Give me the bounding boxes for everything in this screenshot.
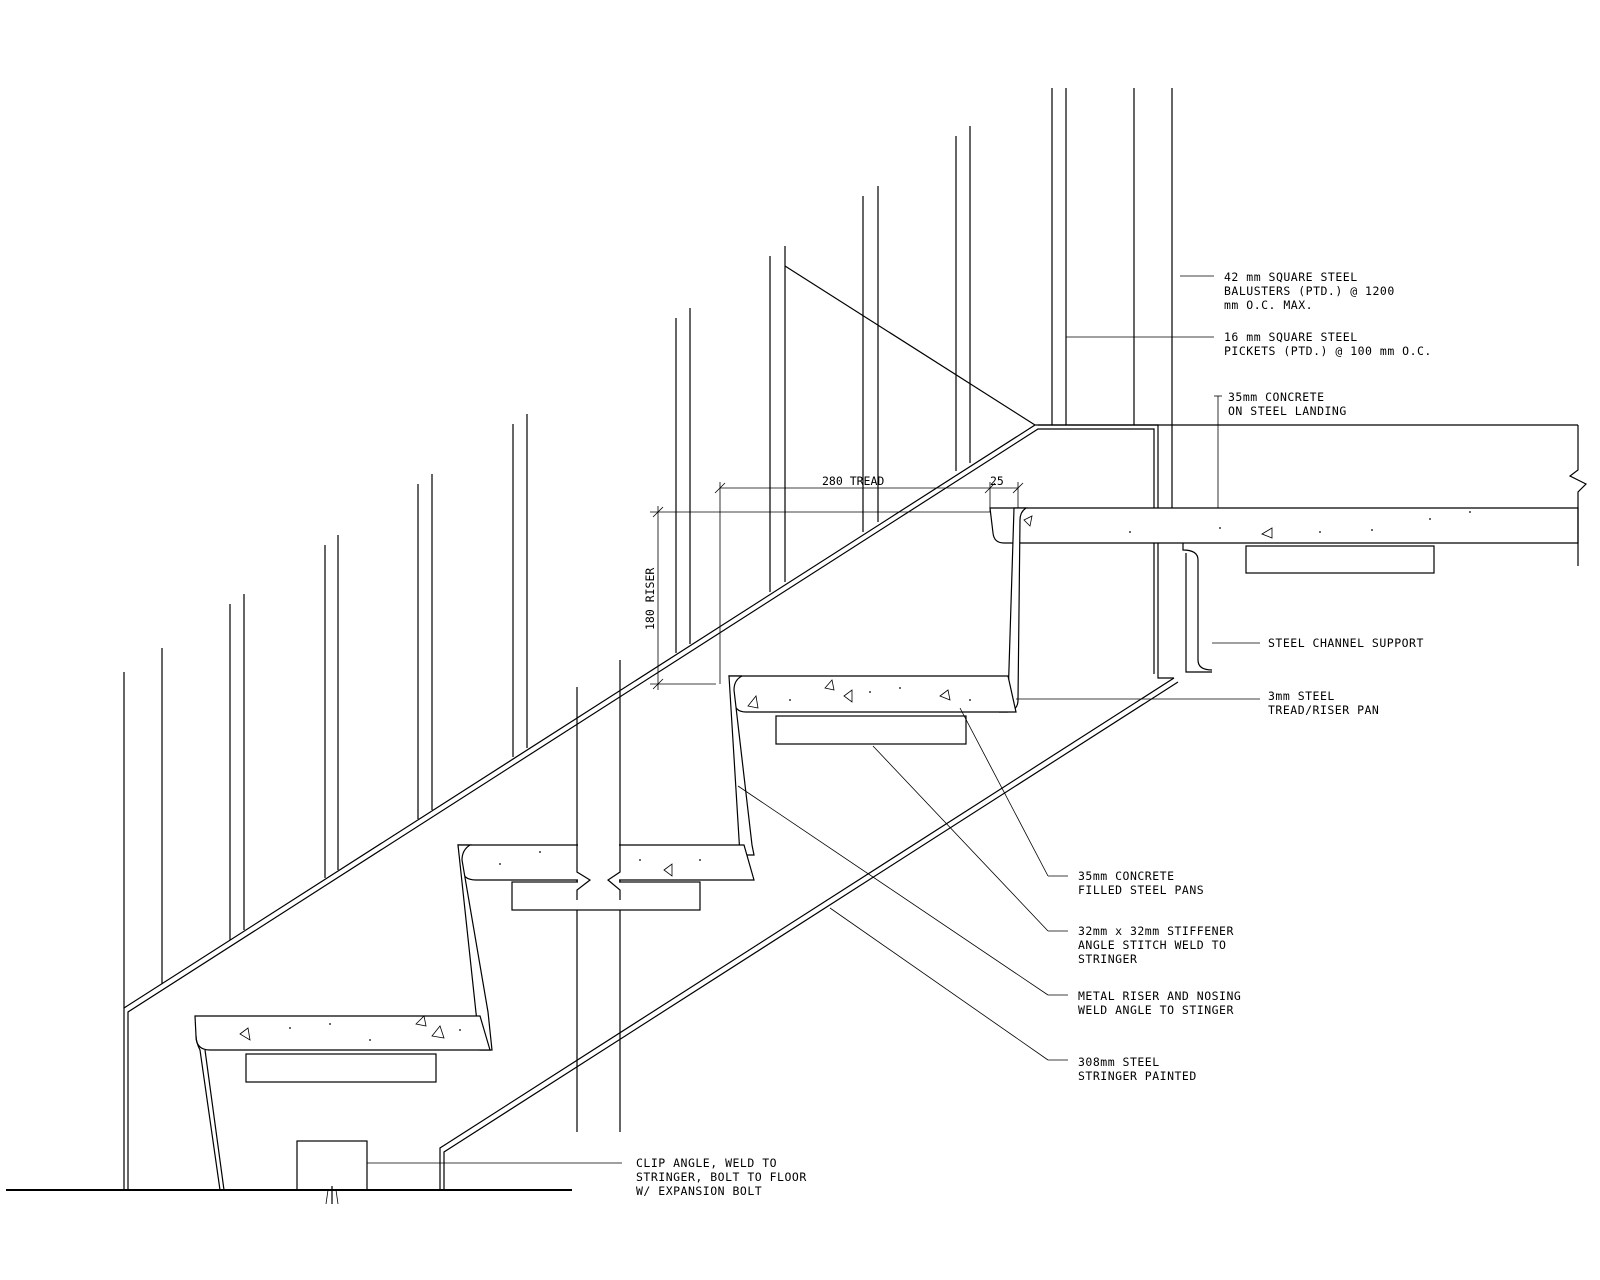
landing-stiffener (1245, 545, 1435, 574)
nosing-dimension: 25 (990, 474, 1004, 488)
stiffener-1 (245, 1053, 437, 1083)
landing-slab (989, 424, 1588, 673)
svg-text:STRINGER: STRINGER (1078, 952, 1137, 966)
svg-text:42 mm SQUARE STEEL: 42 mm SQUARE STEEL (1224, 270, 1358, 284)
pickets (123, 88, 1173, 1008)
step-3 (728, 507, 1028, 745)
concrete-aggregate (239, 511, 1471, 1041)
svg-text:35mm CONCRETE: 35mm CONCRETE (1228, 390, 1325, 404)
svg-text:PICKETS (PTD.) @ 100 mm O.C.: PICKETS (PTD.) @ 100 mm O.C. (1224, 344, 1432, 358)
note-stiffener: 32mm x 32mm STIFFENER ANGLE STITCH WELD … (1078, 924, 1234, 966)
svg-text:STEEL CHANNEL SUPPORT: STEEL CHANNEL SUPPORT (1268, 636, 1424, 650)
svg-text:mm O.C. MAX.: mm O.C. MAX. (1224, 298, 1313, 312)
note-stringer: 308mm STEEL STRINGER PAINTED (1078, 1055, 1197, 1083)
note-riser-nosing: METAL RISER AND NOSING WELD ANGLE TO STI… (1078, 989, 1241, 1017)
svg-text:ANGLE STITCH WELD TO: ANGLE STITCH WELD TO (1078, 938, 1226, 952)
note-concrete-pans: 35mm CONCRETE FILLED STEEL PANS (1078, 869, 1204, 897)
svg-text:W/ EXPANSION BOLT: W/ EXPANSION BOLT (636, 1184, 762, 1198)
tread-dimension: 280 TREAD (822, 474, 884, 488)
break-marks (576, 840, 621, 900)
svg-text:35mm CONCRETE: 35mm CONCRETE (1078, 869, 1175, 883)
svg-text:STRINGER PAINTED: STRINGER PAINTED (1078, 1069, 1197, 1083)
dimensions (650, 482, 1024, 690)
note-landing: 35mm CONCRETE ON STEEL LANDING (1228, 390, 1347, 418)
svg-text:WELD ANGLE TO STINGER: WELD ANGLE TO STINGER (1078, 1003, 1234, 1017)
note-channel: STEEL CHANNEL SUPPORT (1268, 636, 1424, 650)
note-balusters: 42 mm SQUARE STEEL BALUSTERS (PTD.) @ 12… (1224, 270, 1395, 312)
note-clip-angle: CLIP ANGLE, WELD TO STRINGER, BOLT TO FL… (636, 1156, 807, 1198)
svg-text:308mm STEEL: 308mm STEEL (1078, 1055, 1160, 1069)
leader-lines (367, 275, 1260, 1164)
svg-text:16 mm SQUARE STEEL: 16 mm SQUARE STEEL (1224, 330, 1358, 344)
svg-text:CLIP ANGLE, WELD TO: CLIP ANGLE, WELD TO (636, 1156, 777, 1170)
svg-text:3mm STEEL: 3mm STEEL (1268, 689, 1335, 703)
svg-text:32mm x 32mm STIFFENER: 32mm x 32mm STIFFENER (1078, 924, 1234, 938)
svg-text:BALUSTERS (PTD.) @ 1200: BALUSTERS (PTD.) @ 1200 (1224, 284, 1395, 298)
svg-text:ON STEEL LANDING: ON STEEL LANDING (1228, 404, 1347, 418)
stiffener-3 (775, 715, 967, 745)
handrail-brace (784, 265, 1036, 426)
svg-text:TREAD/RISER PAN: TREAD/RISER PAN (1268, 703, 1379, 717)
svg-text:STRINGER, BOLT TO FLOOR: STRINGER, BOLT TO FLOOR (636, 1170, 807, 1184)
riser-dimension: 180 RISER (643, 568, 657, 630)
clip-angle (296, 1140, 368, 1205)
svg-text:FILLED STEEL PANS: FILLED STEEL PANS (1078, 883, 1204, 897)
note-pan: 3mm STEEL TREAD/RISER PAN (1268, 689, 1379, 717)
step-1 (194, 844, 493, 1191)
lower-stringer-edge (439, 677, 1179, 1190)
svg-text:METAL RISER AND NOSING: METAL RISER AND NOSING (1078, 989, 1241, 1003)
steel-channel (1182, 543, 1213, 671)
note-pickets: 16 mm SQUARE STEEL PICKETS (PTD.) @ 100 … (1224, 330, 1432, 358)
